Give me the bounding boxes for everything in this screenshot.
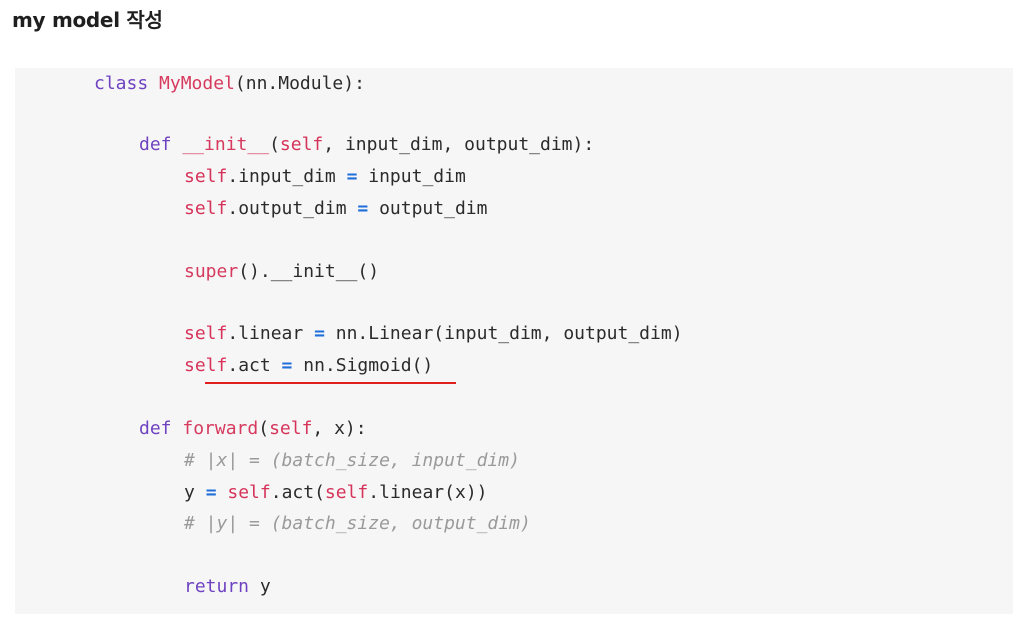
code-text: (nn.Module):	[234, 73, 365, 94]
operator: =	[281, 355, 293, 376]
self-keyword: self	[184, 355, 228, 376]
keyword: return	[184, 576, 250, 597]
self-keyword: self	[184, 323, 228, 344]
function-name: forward	[182, 418, 259, 439]
self-keyword: self	[184, 198, 228, 219]
code-text: .linear(x))	[368, 482, 488, 503]
class-name: MyModel	[159, 73, 235, 94]
keyword: def	[139, 134, 172, 155]
code-text: .linear	[227, 323, 315, 344]
code-text: (	[258, 418, 270, 439]
code-listing: class MyModel(nn.Module): def __init__(s…	[94, 68, 683, 617]
self-keyword: self	[184, 166, 228, 187]
code-text	[217, 482, 228, 503]
code-text: .output_dim	[227, 198, 358, 219]
code-line-output-dim: self.output_dim = output_dim	[184, 197, 487, 221]
operator: =	[314, 323, 325, 344]
keyword: def	[139, 418, 172, 439]
code-text: y	[184, 482, 206, 503]
code-text: input_dim	[357, 166, 466, 187]
code-line-return: return y	[184, 575, 271, 599]
code-text: .act(	[270, 482, 325, 503]
code-text: (	[269, 134, 280, 155]
code-text: ().__init__()	[238, 261, 380, 282]
code-text: .input_dim	[227, 166, 347, 187]
operator: =	[205, 482, 217, 503]
code-line-class: class MyModel(nn.Module):	[94, 72, 365, 96]
code-line-y-assign: y = self.act(self.linear(x))	[184, 481, 488, 505]
code-text: output_dim	[368, 198, 488, 219]
code-line-comment-y: # |y| = (batch_size, output_dim)	[184, 512, 531, 536]
code-line-act: self.act = nn.Sigmoid()	[184, 354, 433, 378]
self-keyword: self	[279, 134, 324, 155]
code-text: nn.Linear(input_dim, output_dim)	[324, 323, 683, 344]
code-text: .act	[227, 355, 282, 376]
keyword: class	[94, 73, 149, 94]
operator: =	[357, 198, 369, 219]
self-keyword: self	[324, 482, 369, 503]
code-line-linear: self.linear = nn.Linear(input_dim, outpu…	[184, 322, 683, 346]
code-line-input-dim: self.input_dim = input_dim	[184, 165, 466, 189]
code-line-comment-x: # |x| = (batch_size, input_dim)	[184, 449, 520, 473]
code-line-def-init: def __init__(self, input_dim, output_dim…	[139, 133, 594, 157]
code-block: class MyModel(nn.Module): def __init__(s…	[15, 68, 1013, 614]
code-text: , input_dim, output_dim):	[323, 134, 595, 155]
code-text: , x):	[312, 418, 367, 439]
function-name: __init__	[182, 134, 270, 155]
code-comment: # |y| = (batch_size, output_dim)	[184, 513, 531, 534]
code-line-def-forward: def forward(self, x):	[139, 417, 367, 441]
code-line-super: super().__init__()	[184, 260, 379, 284]
builtin-name: super	[184, 261, 239, 282]
self-keyword: self	[269, 418, 313, 439]
code-text: y	[249, 576, 271, 597]
code-text: nn.Sigmoid()	[292, 355, 434, 376]
self-keyword: self	[227, 482, 271, 503]
operator: =	[346, 166, 358, 187]
section-heading: my model 작성	[12, 8, 163, 32]
highlight-underline	[205, 382, 456, 384]
code-comment: # |x| = (batch_size, input_dim)	[184, 450, 520, 471]
